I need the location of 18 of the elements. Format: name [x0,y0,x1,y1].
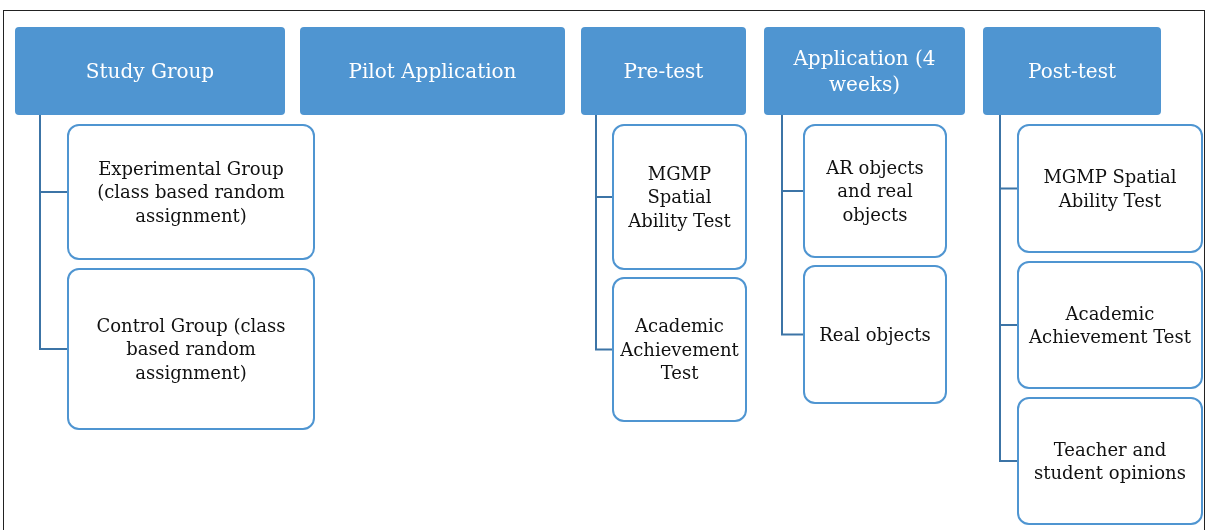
connector-line [39,114,68,350]
item-box: Teacher and student opinions [1017,397,1203,525]
connector-line [595,114,613,351]
item-box: Control Group (class based random assignment) [67,268,315,430]
connector-line [999,114,1018,462]
stage-box: Pre-test [581,27,746,115]
item-box: MGMP Spatial Ability Test [1017,124,1203,253]
connector-line [781,114,804,336]
item-box: Academic Achievement Test [612,277,747,422]
stage-box: Post-test [983,27,1161,115]
item-box: AR objects and real objects [803,124,947,258]
stage-box: Pilot Application [300,27,565,115]
item-box: Real objects [803,265,947,404]
item-box: Experimental Group (class based random assignment) [67,124,315,260]
stage-box: Application (4 weeks) [764,27,965,115]
item-box: MGMP Spatial Ability Test [612,124,747,270]
item-box: Academic Achievement Test [1017,261,1203,389]
stage-box: Study Group [15,27,285,115]
